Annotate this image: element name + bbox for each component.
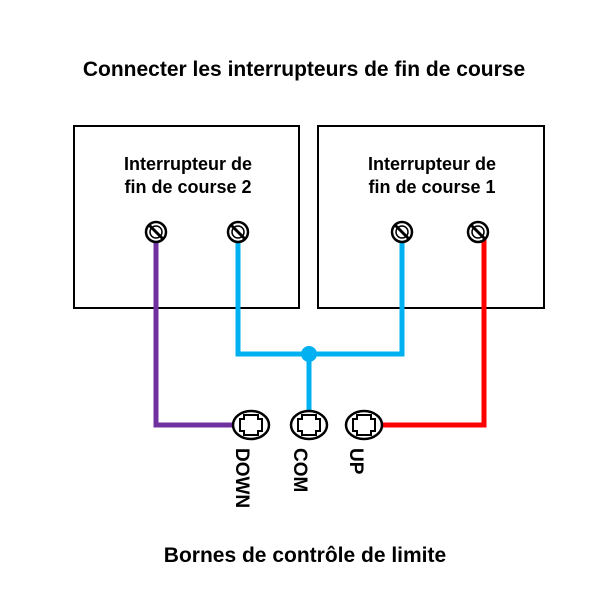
com-wire-branch [235,232,405,357]
screw-terminal-icon [226,220,250,244]
screw-terminal-icon [466,220,490,244]
up-wire [380,232,487,428]
terminal-label-up: UP [345,448,366,475]
terminal-label-down: DOWN [231,448,252,508]
diagram-title: Connecter les interrupteurs de fin de co… [83,58,525,81]
screw-terminal-icon [144,220,168,244]
control-terminal-up [344,409,384,441]
switch-1-label-line2: fin de course 1 [368,177,495,197]
diagram-footer: Bornes de contrôle de limite [164,544,446,567]
com-junction-dot [301,346,317,362]
screw-terminal-icon [390,220,414,244]
switch-2-label-line1: Interrupteur de [124,154,252,174]
switch-2-box [73,125,300,309]
control-terminal-com [289,409,329,441]
terminal-label-com: COM [289,448,310,492]
switch-1-label-line1: Interrupteur de [368,154,496,174]
down-wire [153,232,236,428]
control-terminal-down [231,409,271,441]
switch-2-label-line2: fin de course 2 [124,177,251,197]
switch-1-box [317,125,545,309]
